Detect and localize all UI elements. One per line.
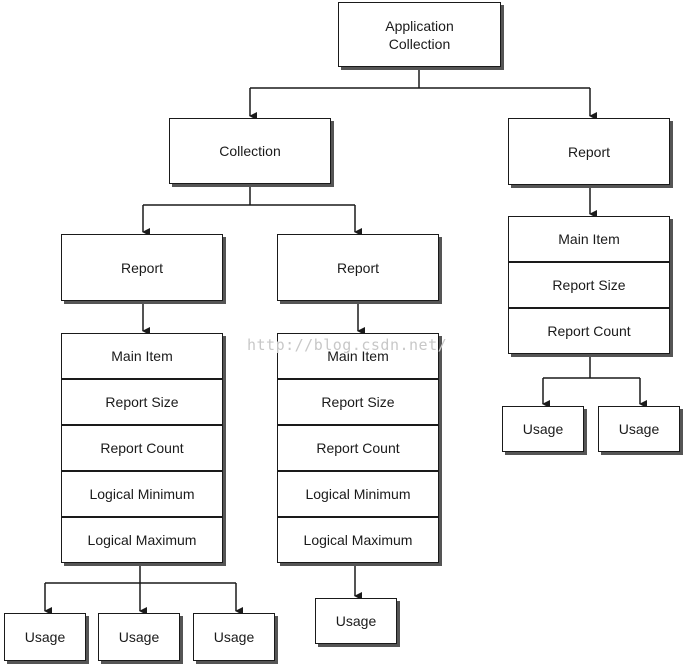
right-report-size: Report Size xyxy=(508,262,670,308)
middle-report-count: Report Count xyxy=(277,425,439,471)
collection-node: Collection xyxy=(169,118,331,184)
right-main-item: Main Item xyxy=(508,216,670,262)
report-node-right: Report xyxy=(508,118,670,185)
middle-main-item: Main Item xyxy=(277,333,439,379)
left-report-count: Report Count xyxy=(61,425,223,471)
middle-report-size: Report Size xyxy=(277,379,439,425)
middle-logical-maximum: Logical Maximum xyxy=(277,517,439,563)
middle-logical-minimum: Logical Minimum xyxy=(277,471,439,517)
left-logical-minimum: Logical Minimum xyxy=(61,471,223,517)
right-usage-1: Usage xyxy=(502,406,584,452)
right-report-count: Report Count xyxy=(508,308,670,354)
report-node-middle: Report xyxy=(277,234,439,301)
left-logical-maximum: Logical Maximum xyxy=(61,517,223,563)
application-collection-node: Application Collection xyxy=(338,2,501,67)
report-node-left: Report xyxy=(61,234,223,301)
left-usage-3: Usage xyxy=(193,613,275,661)
middle-usage: Usage xyxy=(315,598,397,644)
left-main-item: Main Item xyxy=(61,333,223,379)
left-usage-2: Usage xyxy=(98,613,180,661)
right-usage-2: Usage xyxy=(598,406,680,452)
left-report-size: Report Size xyxy=(61,379,223,425)
left-usage-1: Usage xyxy=(4,613,86,661)
